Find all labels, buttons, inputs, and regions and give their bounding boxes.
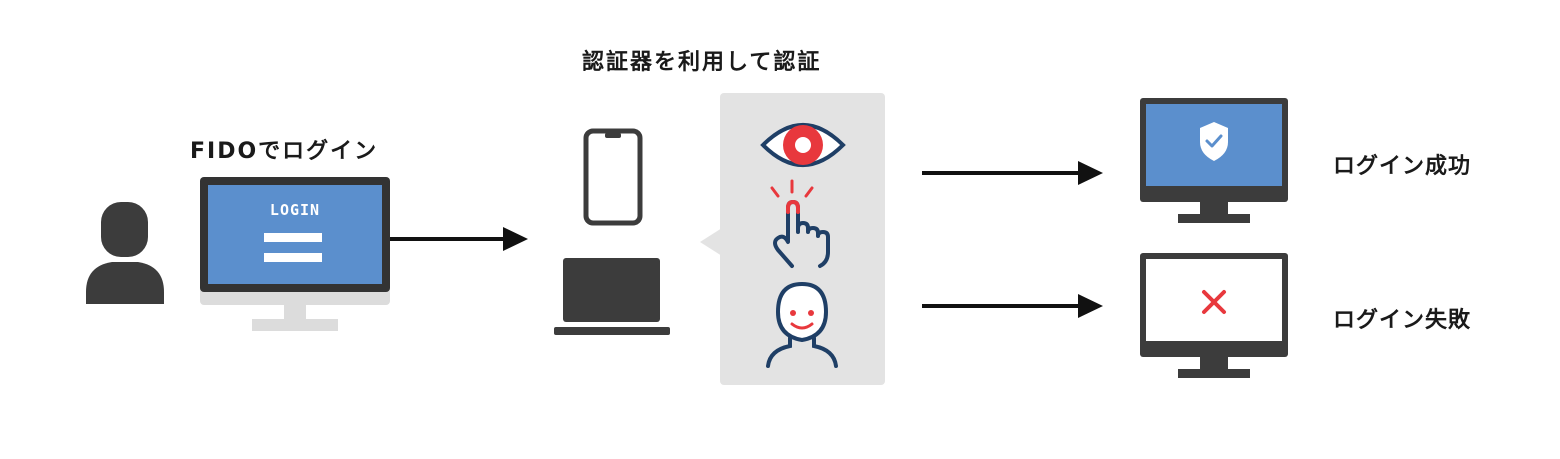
- fido-login-title: FIDOでログイン: [190, 139, 379, 164]
- laptop-icon: [554, 258, 670, 335]
- user-silhouette-icon: [86, 202, 164, 304]
- eye-biometric-icon: [760, 123, 846, 167]
- login-screen-text: LOGIN: [269, 201, 321, 219]
- shield-check-monitor-icon: [1140, 98, 1288, 223]
- finger-touch-icon: [770, 179, 830, 268]
- smartphone-icon: [583, 128, 643, 226]
- login-success-label: ログイン成功: [1333, 154, 1472, 179]
- arrow-to-authenticator: [390, 227, 528, 251]
- cross-monitor-icon: [1140, 253, 1288, 378]
- bubble-tail: [700, 228, 722, 256]
- arrow-to-success: [922, 161, 1103, 185]
- login-monitor: LOGIN: [200, 177, 390, 335]
- authenticator-title: 認証器を利用して認証: [582, 50, 822, 75]
- desktop-monitor-icon: [200, 177, 390, 331]
- arrow-to-failure: [922, 294, 1103, 318]
- face-recognition-icon: [766, 281, 838, 368]
- login-failure-label: ログイン失敗: [1333, 308, 1472, 333]
